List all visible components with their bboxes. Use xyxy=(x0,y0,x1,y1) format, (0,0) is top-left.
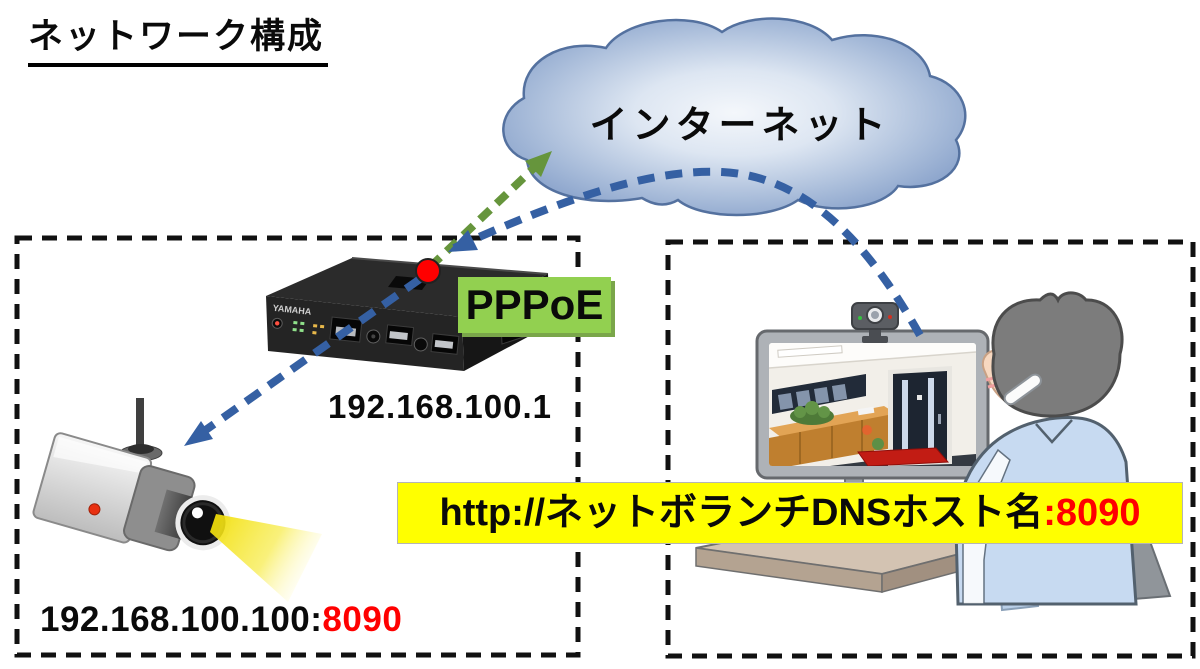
router-to-internet-arrow xyxy=(427,151,552,270)
camera-site-boundary xyxy=(14,235,581,658)
viewer-access-url: http://ネットボランチDNSホスト名:8090 xyxy=(397,482,1183,544)
monitor-illustration xyxy=(755,329,990,480)
camera-antenna xyxy=(136,398,144,456)
camera-illustration xyxy=(32,398,322,602)
internet-cloud-label: インターネット xyxy=(589,105,891,147)
pppoe-badge: PPPoE xyxy=(458,277,611,333)
router-lan-ip: 192.168.100.1 xyxy=(327,388,553,425)
viewer-site-boundary xyxy=(665,239,1196,659)
wan-port-marker xyxy=(415,258,441,284)
webcam-icon xyxy=(851,302,899,343)
viewer-url-prefix: http://ネットボランチDNSホスト名 xyxy=(439,492,1044,534)
camera-led xyxy=(88,503,101,516)
camera-port: 8090 xyxy=(322,600,403,639)
page-title: ネットワーク構成 xyxy=(28,8,329,67)
camera-ip-prefix: 192.168.100.100: xyxy=(40,600,323,639)
router-to-camera-arrow xyxy=(184,275,423,446)
router-brand-text: YAMAHA xyxy=(272,303,312,317)
internet-cloud-shape xyxy=(502,17,967,217)
earpiece-icon xyxy=(1003,373,1042,406)
viewer-to-router-arrow xyxy=(448,167,925,339)
camera-view-photo xyxy=(769,343,976,466)
camera-ip-address: 192.168.100.100:8090 xyxy=(40,600,402,640)
viewer-url-port: :8090 xyxy=(1043,492,1141,534)
camera-light-beam xyxy=(210,514,322,602)
